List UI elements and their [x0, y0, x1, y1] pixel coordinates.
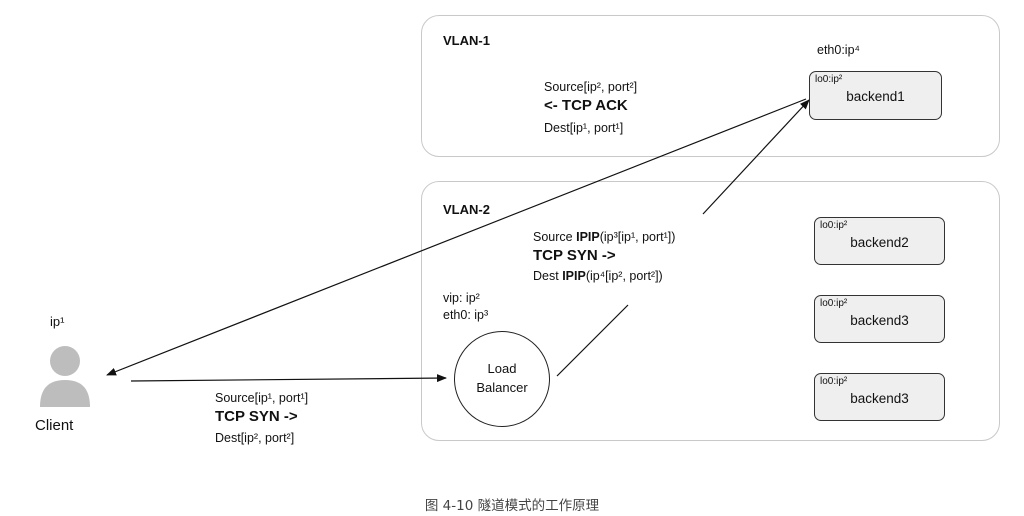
figure-caption: 图 4-10 隧道模式的工作原理 [424, 498, 600, 514]
client-ip: ip¹ [50, 314, 65, 329]
backend1-name: backend1 [846, 89, 905, 104]
ack-arrow [106, 98, 807, 376]
vlan1-eth-label: eth0:ip⁴ [817, 43, 860, 57]
backend3b-name: backend3 [850, 391, 909, 406]
ipip-dest-prefix: Dest [533, 269, 563, 283]
ack-source: Source[ip², port²] [544, 80, 638, 94]
vlan2-title: VLAN-2 [443, 202, 490, 217]
ipip-arrow-upper [702, 99, 810, 215]
ipip-source-rest: (ip³[ip¹, port¹]) [599, 230, 676, 244]
person-icon [40, 346, 90, 407]
load-balancer-circle: Load Balancer [454, 331, 550, 427]
vlan1-title: VLAN-1 [443, 33, 490, 48]
load-balancer-line1: Load [487, 361, 517, 376]
ack-label: <- TCP ACK [544, 97, 628, 114]
backend3b-box: lo0:ip² backend3 [814, 373, 945, 421]
client-label: Client [35, 417, 74, 434]
backend2-name: backend2 [850, 235, 909, 250]
backend1-box: lo0:ip² backend1 [809, 71, 942, 120]
ipip-arrow-lower [556, 304, 629, 377]
syn-dest: Dest[ip², port²] [215, 431, 295, 445]
ipip-source: Source IPIP(ip³[ip¹, port¹]) [533, 230, 675, 245]
ipip-source-prefix: Source [533, 230, 577, 244]
lb-vip: vip: ip² [443, 291, 480, 305]
ipip-dest-bold: IPIP [562, 269, 586, 283]
ipip-source-bold: IPIP [576, 230, 600, 244]
ipip-syn-label: TCP SYN -> [533, 247, 616, 264]
backend3a-name: backend3 [850, 313, 909, 328]
syn-label: TCP SYN -> [215, 408, 298, 425]
backend3b-lo-label: lo0:ip² [820, 376, 848, 387]
load-balancer-line2: Balancer [476, 379, 528, 395]
load-balancer-label: Load Balancer [455, 360, 549, 398]
backend3a-lo-label: lo0:ip² [820, 298, 848, 309]
syn-source: Source[ip¹, port¹] [215, 391, 309, 405]
ipip-dest-rest: (ip⁴[ip², port²]) [585, 269, 663, 283]
backend3a-box: lo0:ip² backend3 [814, 295, 945, 343]
backend1-lo-label: lo0:ip² [815, 74, 843, 85]
ack-dest: Dest[ip¹, port¹] [544, 121, 624, 135]
lb-eth: eth0: ip³ [443, 308, 489, 322]
ipip-dest: Dest IPIP(ip⁴[ip², port²]) [533, 269, 663, 284]
backend2-lo-label: lo0:ip² [820, 220, 848, 231]
syn-arrow [130, 374, 447, 383]
backend2-box: lo0:ip² backend2 [814, 217, 945, 265]
